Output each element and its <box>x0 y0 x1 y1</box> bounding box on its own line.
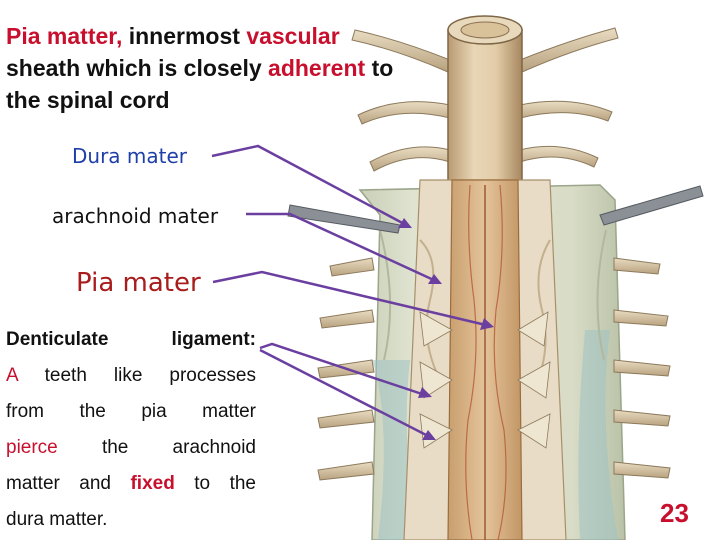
denticulate-line-3-b: the arachnoid <box>57 437 256 458</box>
denticulate-line-1: A teeth like processes <box>6 358 256 394</box>
denticulate-description: Denticulate ligament: A teeth like proce… <box>6 322 256 538</box>
label-pia-mater: Pia mater <box>76 268 201 298</box>
denticulate-arrow-line-1 <box>259 342 429 398</box>
upper-spinal-cord <box>447 29 523 201</box>
denticulate-line-4-c: to the <box>174 473 256 494</box>
slide-title: Pia matter, innermost vascular sheath wh… <box>6 20 416 116</box>
title-part-vascular: vascular <box>246 23 340 49</box>
denticulate-line-1-a: A <box>6 365 18 386</box>
title-part-pia: Pia matter, <box>6 23 123 49</box>
pointer-arrows <box>211 144 491 440</box>
label-dura-mater: Dura mater <box>72 144 188 168</box>
title-part-adherent: adherent <box>268 55 366 81</box>
title-part-2: innermost <box>122 23 247 49</box>
dura-arrow-line <box>211 144 409 228</box>
blood-vessels <box>465 184 507 540</box>
denticulate-arrow-line-2 <box>259 348 433 440</box>
denticulate-word-pierce: pierce <box>6 437 58 458</box>
denticulate-line-4: matter and fixed to the <box>6 466 256 502</box>
denticulate-line-1-b: teeth like processes <box>17 365 256 386</box>
denticulate-heading: Denticulate ligament: <box>6 329 256 350</box>
title-part-6: to the spinal cord <box>6 55 394 113</box>
denticulate-line-5: dura matter. <box>6 509 108 530</box>
denticulate-line-2: from the pia matter <box>6 401 256 422</box>
left-retractor <box>287 204 401 234</box>
denticulate-line-3: pierce the arachnoid <box>6 430 256 466</box>
nerve-roots-right <box>519 27 671 479</box>
denticulate-line-4-a: matter and <box>6 473 131 494</box>
title-part-4: sheath which is closely <box>6 55 269 81</box>
page-number: 23 <box>660 498 689 528</box>
label-arachnoid-mater: arachnoid mater <box>52 204 219 228</box>
arachnoid-arrow-line <box>246 212 439 284</box>
arrowheads <box>398 218 494 440</box>
pia-arrow-line <box>212 270 491 328</box>
denticulate-word-fixed: fixed <box>130 473 175 494</box>
right-retractor <box>599 185 704 226</box>
